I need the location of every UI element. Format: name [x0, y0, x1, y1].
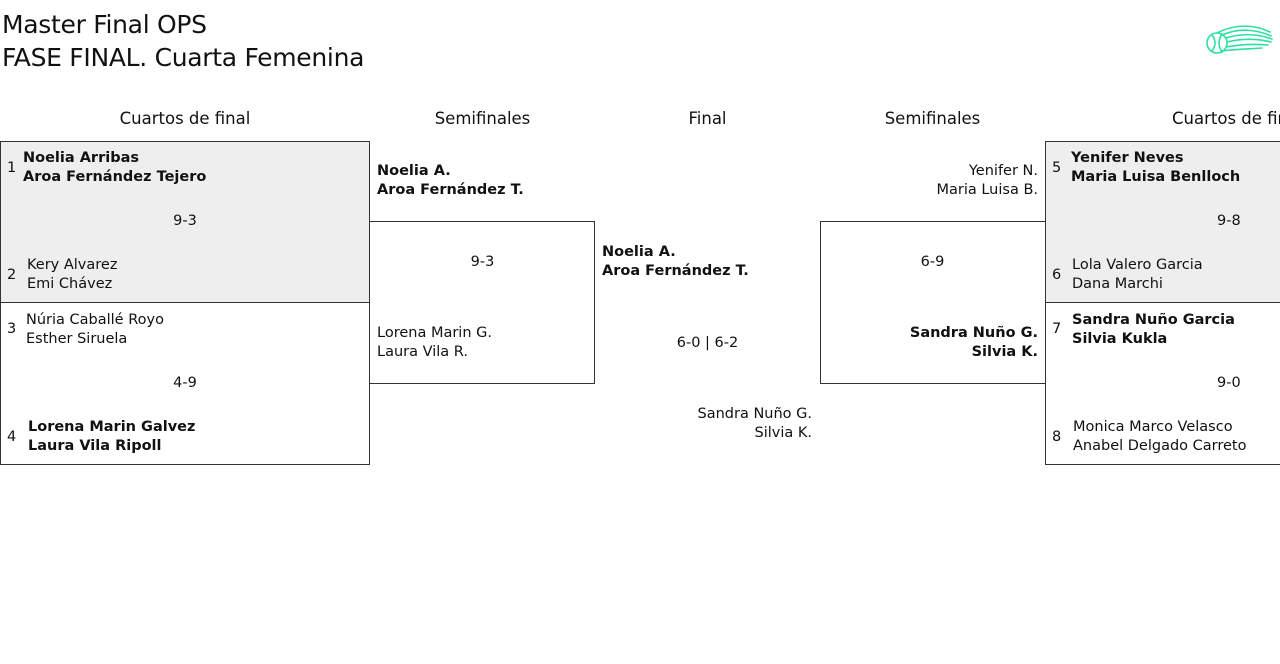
title-line-2: FASE FINAL. Cuarta Femenina — [2, 43, 365, 72]
match-score: 9-8 — [1217, 213, 1241, 229]
seed: 4 — [7, 429, 17, 445]
match-qf-3 — [1045, 141, 1280, 303]
player-name: Monica Marco Velasco — [1073, 419, 1233, 435]
player-name: Dana Marchi — [1072, 276, 1163, 292]
seed: 3 — [7, 321, 17, 337]
player-name: Noelia Arribas — [23, 150, 139, 166]
seed: 1 — [7, 160, 17, 176]
match-score: 9-3 — [173, 213, 197, 229]
match-qf-4 — [1045, 302, 1280, 465]
header-sf-left: Semifinales — [434, 109, 531, 128]
player-name: Noelia A. — [602, 244, 676, 260]
player-name: Sandra Nuño G. — [909, 325, 1038, 341]
match-score: 9-0 — [1217, 375, 1241, 391]
match-score: 4-9 — [173, 375, 197, 391]
player-name: Noelia A. — [377, 163, 451, 179]
seed: 2 — [7, 267, 17, 283]
player-name: Silvia K. — [971, 344, 1038, 360]
header-final: Final — [688, 109, 727, 128]
tennis-ball-logo-icon — [1206, 25, 1273, 54]
player-name: Anabel Delgado Carreto — [1073, 438, 1247, 454]
player-name: Sandra Nuño Garcia — [1072, 312, 1235, 328]
title-line-1: Master Final OPS — [2, 10, 207, 39]
player-name: Silvia Kukla — [1072, 331, 1168, 347]
player-name: Emi Chávez — [27, 276, 113, 292]
player-name: Esther Siruela — [26, 331, 128, 347]
player-name: Maria Luisa Benlloch — [1071, 169, 1241, 185]
player-name: Laura Vila Ripoll — [28, 438, 162, 454]
player-name: Yenifer Neves — [1071, 150, 1184, 166]
player-name: Lola Valero Garcia — [1072, 257, 1203, 273]
seed: 6 — [1052, 267, 1062, 283]
player-name: Laura Vila R. — [377, 344, 468, 360]
player-name: Silvia K. — [754, 425, 812, 441]
match-score: 6-9 — [920, 254, 945, 270]
match-sf-left — [369, 221, 595, 384]
header-qf-left: Cuartos de final — [119, 109, 251, 128]
player-name: Maria Luisa B. — [936, 182, 1038, 198]
player-name: Lorena Marin G. — [377, 325, 492, 341]
match-score: 9-3 — [470, 254, 495, 270]
header-qf-right: Cuartos de fin — [1172, 109, 1280, 128]
player-name: Yenifer N. — [968, 163, 1038, 179]
header-sf-right: Semifinales — [884, 109, 981, 128]
player-name: Aroa Fernández T. — [602, 263, 749, 279]
player-name: Aroa Fernández Tejero — [23, 169, 207, 185]
seed: 5 — [1052, 160, 1062, 176]
match-score: 6-0 | 6-2 — [676, 335, 739, 351]
seed: 7 — [1052, 321, 1062, 337]
page-title: Master Final OPS FASE FINAL. Cuarta Feme… — [2, 8, 364, 74]
player-name: Sandra Nuño G. — [697, 406, 813, 422]
player-name: Lorena Marin Galvez — [28, 419, 196, 435]
player-name: Kery Alvarez — [27, 257, 118, 273]
player-name: Núria Caballé Royo — [26, 312, 164, 328]
seed: 8 — [1052, 429, 1062, 445]
player-name: Aroa Fernández T. — [377, 182, 524, 198]
